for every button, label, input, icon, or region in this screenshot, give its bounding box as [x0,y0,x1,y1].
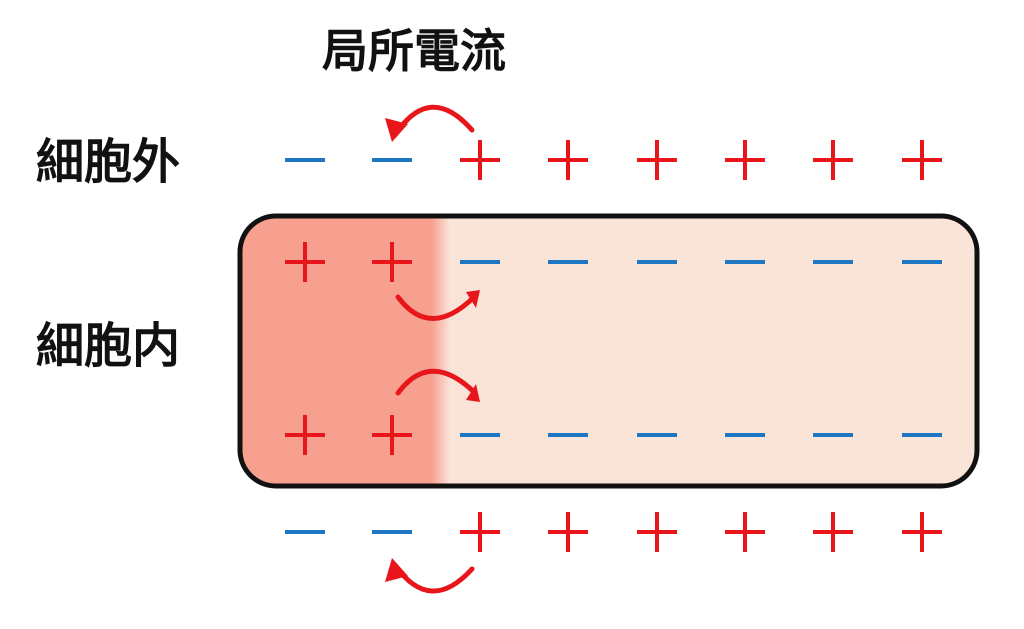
positive-charge-outside-bottom-4 [548,512,588,552]
outside-bottom-arrow-icon [385,558,475,594]
positive-charge-outside-top-7 [813,140,853,180]
outside-top-arrow-icon [385,104,475,142]
positive-charge-outside-top-8 [902,140,942,180]
positive-charge-outside-top-6 [725,140,765,180]
charge-layer [285,140,942,552]
local-current-arrows [385,104,480,594]
positive-charge-inside-top-1 [285,242,325,282]
positive-charge-inside-bottom-2 [372,415,412,455]
inside-top-arrow-icon [395,290,480,321]
positive-charge-outside-top-3 [460,140,500,180]
positive-charge-outside-bottom-7 [813,512,853,552]
label-intracellular: 細胞内 [36,318,181,374]
cell-membrane [237,213,980,489]
positive-charge-outside-bottom-8 [902,512,942,552]
title-local-current: 局所電流 [322,24,506,78]
positive-charge-outside-bottom-3 [460,512,500,552]
label-extracellular: 細胞外 [36,134,181,190]
positive-charge-inside-bottom-1 [285,415,325,455]
positive-charge-outside-bottom-5 [637,512,677,552]
positive-charge-outside-top-5 [637,140,677,180]
positive-charge-outside-top-4 [548,140,588,180]
inside-bottom-arrow-icon [395,368,480,402]
positive-charge-outside-bottom-6 [725,512,765,552]
positive-charge-inside-top-2 [372,242,412,282]
